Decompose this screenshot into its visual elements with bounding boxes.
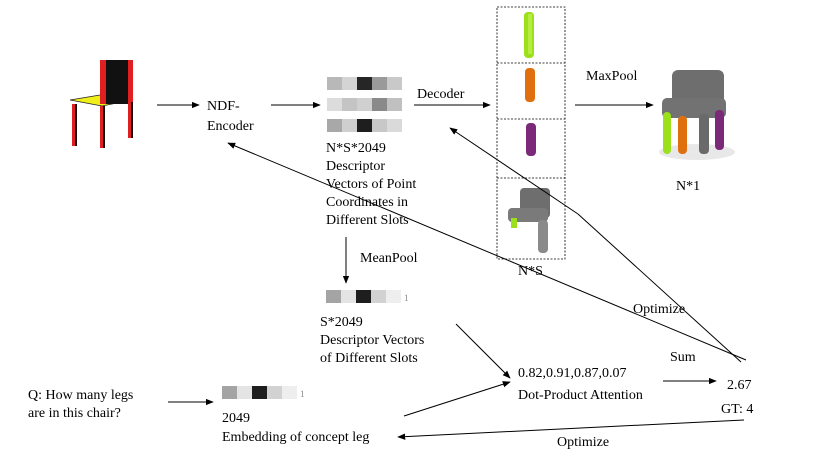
slot-descriptor-vector bbox=[326, 290, 401, 303]
descriptor-row bbox=[327, 119, 402, 132]
meanpool-label: MeanPool bbox=[360, 251, 418, 266]
n-times-s-label: N*S bbox=[518, 264, 543, 279]
slot-panels bbox=[496, 6, 566, 260]
arrow-optimize-to-encoder bbox=[227, 142, 747, 361]
line-optimize-to-decoder bbox=[577, 213, 742, 363]
descriptor-grid bbox=[327, 77, 402, 132]
embedding-trailing-digit: 1 bbox=[300, 389, 305, 399]
arrows bbox=[157, 101, 747, 440]
question-line1: Q: How many legs bbox=[28, 388, 133, 403]
embedding-label-line2: Embedding of concept leg bbox=[222, 430, 369, 445]
slot-leg-orange bbox=[525, 68, 535, 102]
maxpool-label: MaxPool bbox=[586, 69, 637, 84]
ground-truth-label: GT: 4 bbox=[721, 402, 753, 417]
descriptor-row bbox=[327, 77, 402, 90]
arrow-optimize-to-embedding bbox=[397, 419, 745, 440]
arrow-optimize-to-decoder bbox=[449, 127, 579, 215]
embedding-label-line1: 2049 bbox=[222, 411, 250, 426]
nss-label-line1: N*S*2049 bbox=[326, 141, 386, 156]
arrow-embedding-to-attention bbox=[403, 381, 511, 417]
vector-trailing-digit: 1 bbox=[404, 293, 409, 303]
sum-label: Sum bbox=[670, 350, 696, 365]
s2049-label-line1: S*2049 bbox=[320, 315, 363, 330]
arrow-slots-to-attention bbox=[455, 323, 511, 379]
ndf-encoder-label-line1: NDF- bbox=[207, 99, 240, 114]
nss-label-line2: Descriptor bbox=[326, 159, 385, 174]
n-times-1-label: N*1 bbox=[676, 179, 700, 194]
descriptor-row bbox=[327, 98, 402, 111]
slot-chair-body bbox=[508, 188, 550, 253]
optimize-lower-label: Optimize bbox=[557, 435, 609, 450]
attention-values: 0.82,0.91,0.87,0.07 bbox=[518, 366, 627, 381]
question-line2: are in this chair? bbox=[28, 406, 121, 421]
nss-label-line4: Coordinates in bbox=[326, 195, 408, 210]
slot-leg-lime bbox=[524, 12, 534, 58]
score-value: 2.67 bbox=[727, 378, 752, 393]
decoder-label: Decoder bbox=[417, 87, 465, 102]
concept-embedding-vector bbox=[222, 386, 297, 399]
nss-label-line3: Vectors of Point bbox=[326, 177, 416, 192]
s2049-label-line2: Descriptor Vectors bbox=[320, 333, 424, 348]
optimize-upper-label: Optimize bbox=[633, 302, 685, 317]
ndf-encoder-label-line2: Encoder bbox=[207, 119, 254, 134]
s2049-label-line3: of Different Slots bbox=[320, 351, 418, 366]
slot-leg-purple bbox=[526, 123, 536, 156]
output-chair-image bbox=[659, 70, 735, 160]
nss-label-line5: Different Slots bbox=[326, 213, 409, 228]
attention-label: Dot-Product Attention bbox=[518, 388, 643, 403]
input-chair-image bbox=[69, 60, 133, 148]
